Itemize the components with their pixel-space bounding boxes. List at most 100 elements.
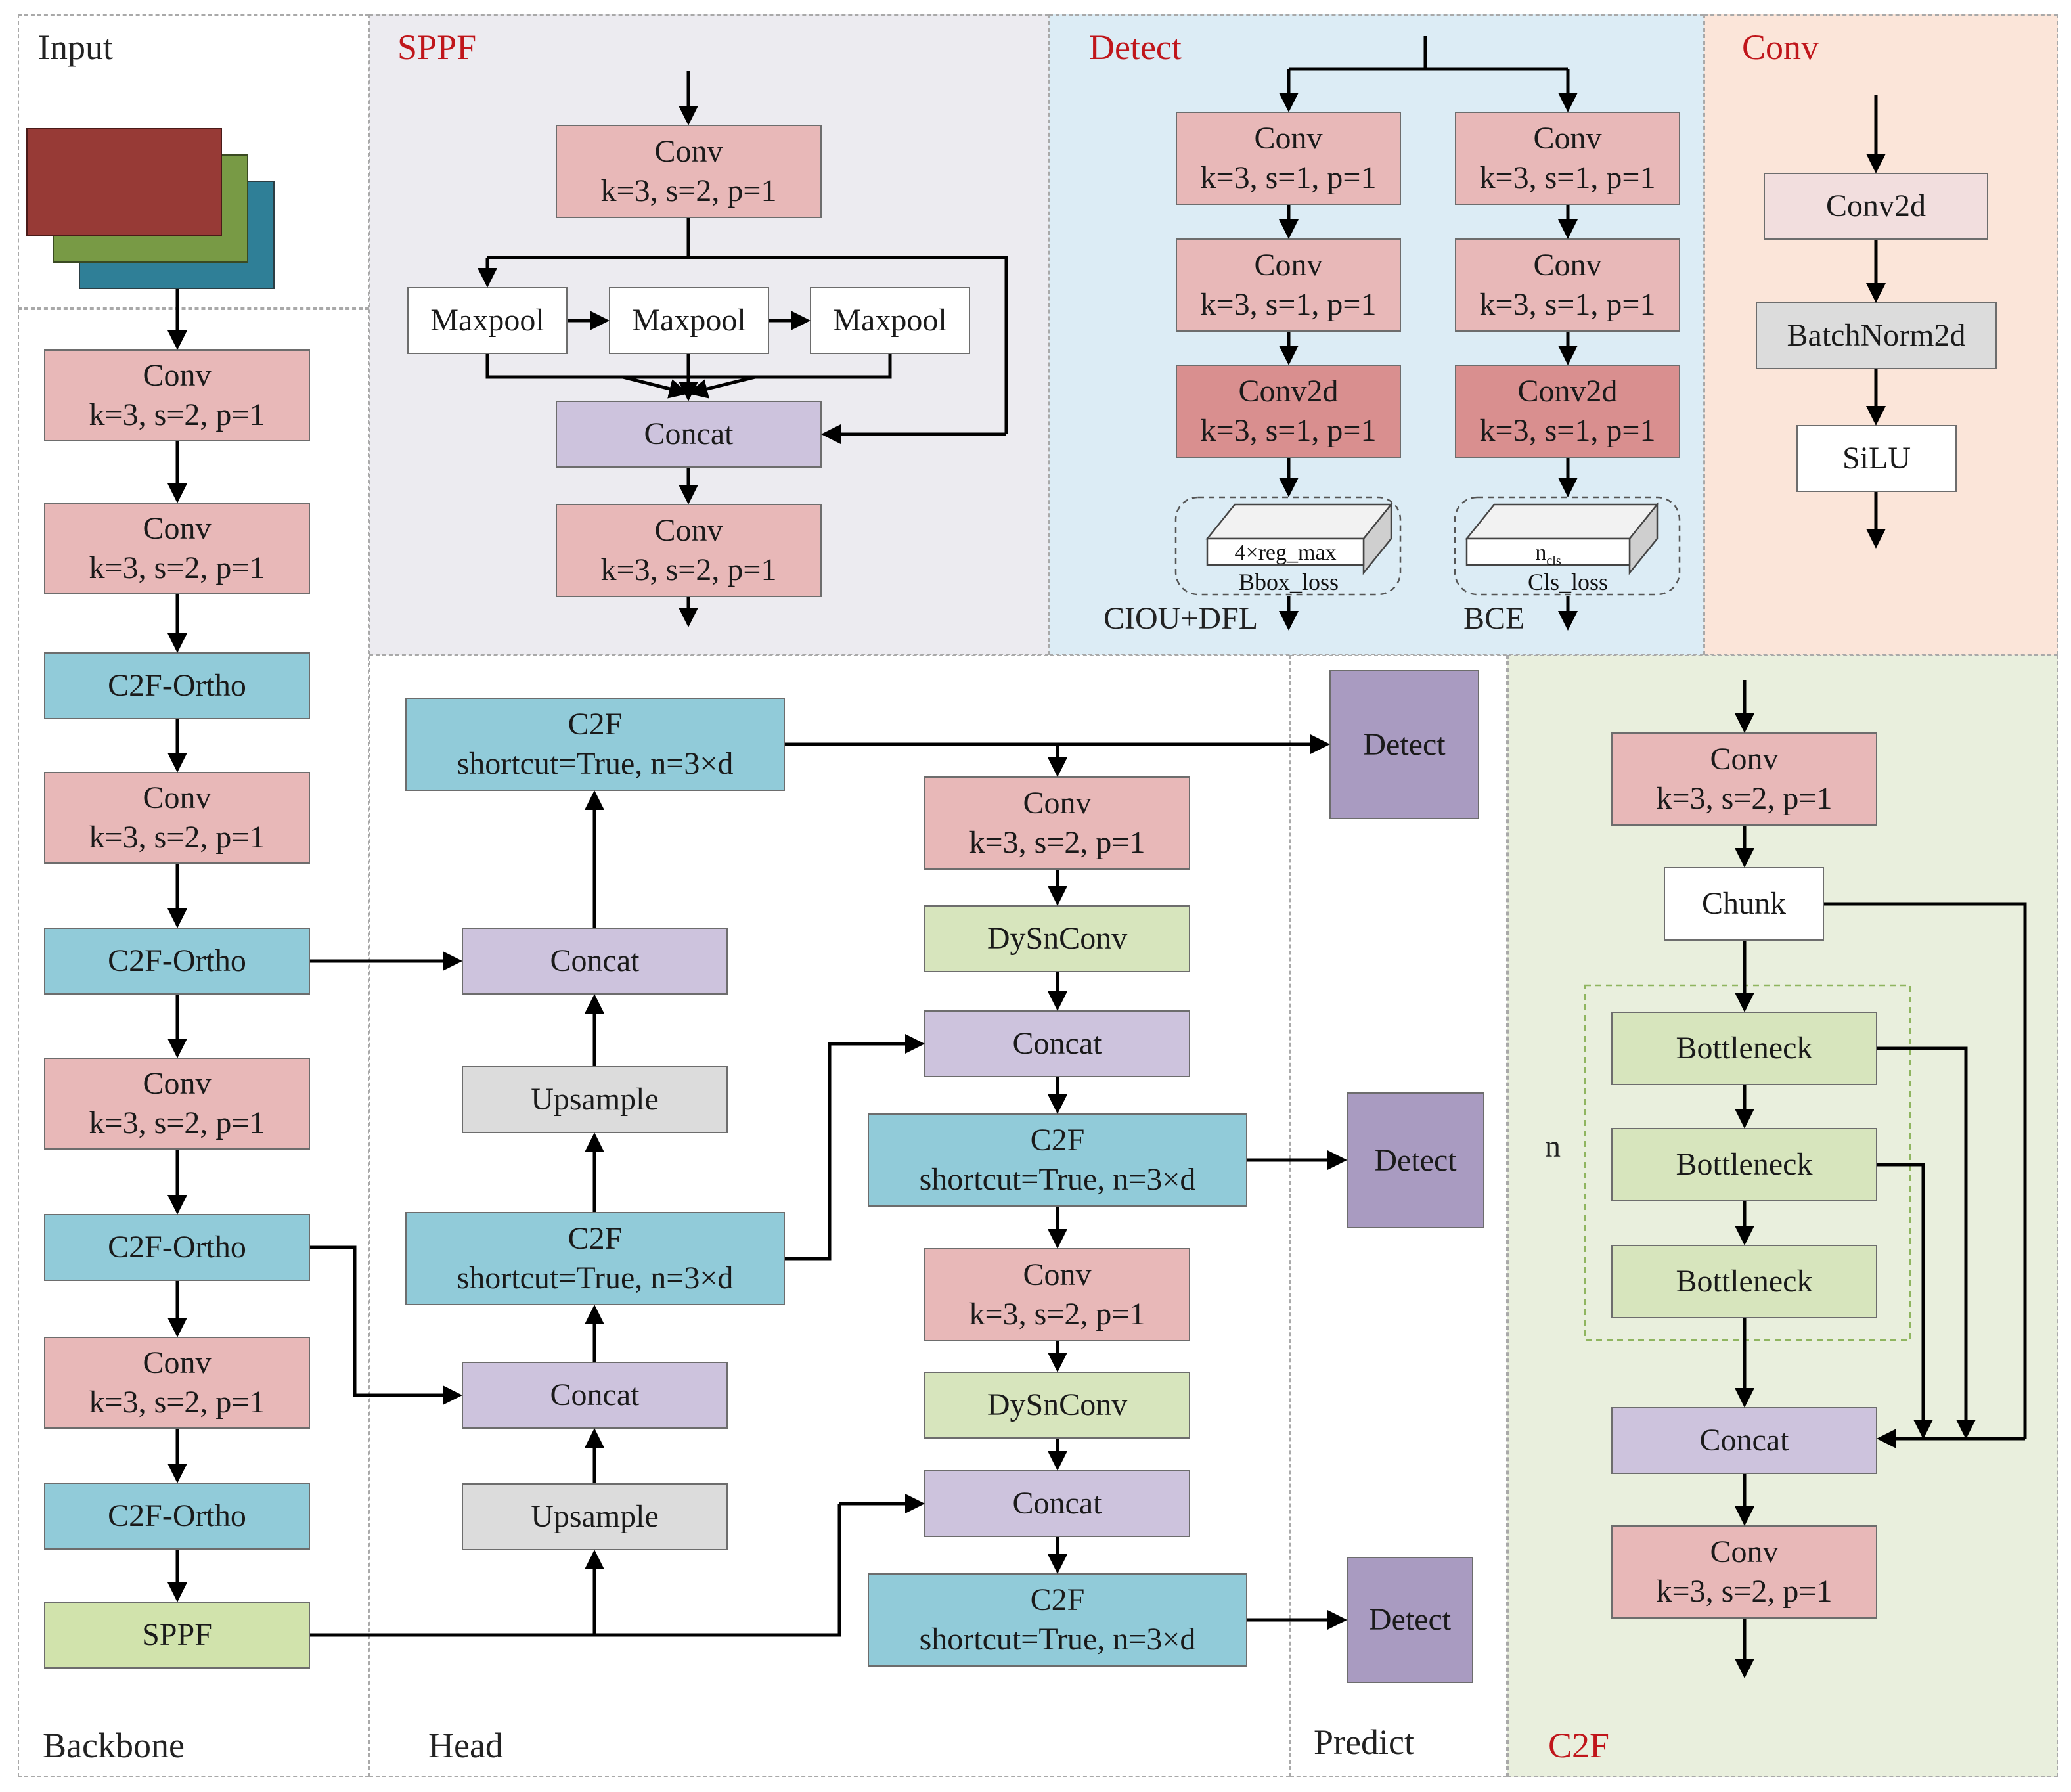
cls-loss-label: Cls_loss (1528, 569, 1608, 595)
box-title: Maxpool (430, 303, 545, 338)
sppf-maxpool-2: Maxpool (609, 287, 769, 354)
box-title: Bottleneck (1676, 1264, 1813, 1299)
box-params: k=3, s=2, p=1 (600, 173, 777, 208)
sppf-title: SPPF (397, 28, 477, 67)
box-params: k=3, s=2, p=1 (89, 820, 265, 855)
head-dysnconv-2: DySnConv (924, 1372, 1190, 1439)
line-chunk-skip (1824, 902, 2027, 1439)
box-params: shortcut=True, n=3×d (457, 746, 734, 781)
box-title: Maxpool (632, 303, 746, 338)
backbone-c2f-ortho-1: C2F-Ortho (44, 652, 310, 719)
box-title: C2F (1030, 1582, 1085, 1618)
cls-dashed-region (1454, 496, 1681, 596)
box-title: Maxpool (833, 303, 947, 338)
line-sppf-out (310, 1504, 841, 1637)
box-title: Conv (654, 134, 723, 169)
box-title: Bottleneck (1676, 1147, 1813, 1182)
c2f-title: C2F (1548, 1726, 1610, 1765)
conv-panel-conv2d: Conv2d (1764, 173, 1988, 240)
loss-bce: BCE (1463, 601, 1525, 636)
box-params: k=3, s=2, p=1 (89, 1385, 265, 1420)
panel-backbone (18, 309, 369, 1777)
box-params: k=3, s=1, p=1 (1479, 413, 1656, 448)
arrow-bottleneck1-to-concat (1877, 1046, 1976, 1439)
conv-panel-silu: SiLU (1796, 425, 1957, 492)
arrow-c2f-mid-to-concat3 (785, 1034, 925, 1261)
conv-title: Conv (1742, 28, 1819, 67)
input-layer-red (26, 128, 222, 236)
loss-ciou-dfl: CIOU+DFL (1103, 601, 1258, 636)
box-params: k=3, s=2, p=1 (1656, 781, 1833, 816)
cls-tensor-sub: cls (1546, 554, 1561, 568)
box-title: Conv (143, 358, 212, 393)
box-params: k=3, s=1, p=1 (1479, 160, 1656, 195)
backbone-c2f-ortho-2: C2F-Ortho (44, 928, 310, 995)
box-title: DySnConv (987, 1387, 1128, 1423)
box-title: Conv (143, 1345, 212, 1381)
box-title: Detect (1374, 1142, 1457, 1178)
panel-input (18, 14, 369, 309)
predict-detect-1: Detect (1329, 670, 1479, 819)
box-title: C2F-Ortho (108, 668, 246, 704)
cls-tensor-cube (1465, 502, 1659, 575)
bbox-loss-label: Bbox_loss (1239, 569, 1339, 595)
head-concat-4: Concat (924, 1470, 1190, 1537)
detect-right-conv2d: Conv2d k=3, s=1, p=1 (1455, 365, 1680, 458)
box-title: SiLU (1842, 441, 1911, 476)
bbox-dashed-region (1174, 496, 1402, 596)
box-title: Conv2d (1825, 189, 1926, 224)
box-title: Concat (550, 1378, 640, 1413)
box-params: k=3, s=2, p=1 (89, 1106, 265, 1140)
c2f-bottleneck-2: Bottleneck (1611, 1128, 1877, 1201)
head-concat-3: Concat (924, 1010, 1190, 1077)
box-title: Concat (1699, 1423, 1789, 1458)
box-title: Bottleneck (1676, 1031, 1813, 1066)
box-title: Conv (1710, 1534, 1779, 1570)
c2f-conv-out: Conv k=3, s=2, p=1 (1611, 1525, 1877, 1619)
input-title: Input (38, 28, 113, 67)
sppf-maxpool-3: Maxpool (810, 287, 970, 354)
box-params: shortcut=True, n=3×d (919, 1622, 1196, 1657)
box-params: shortcut=True, n=3×d (919, 1162, 1196, 1197)
bbox-tensor-cube (1205, 502, 1393, 575)
box-title: Detect (1368, 1602, 1452, 1638)
head-c2f-right-2: C2F shortcut=True, n=3×d (868, 1573, 1247, 1667)
arrow-collect-left-to-concat (622, 375, 689, 399)
backbone-c2f-ortho-3: C2F-Ortho (44, 1214, 310, 1281)
box-title: DySnConv (987, 921, 1128, 956)
box-title: Conv2d (1517, 374, 1618, 409)
head-dysnconv-1: DySnConv (924, 905, 1190, 972)
box-title: Detect (1363, 727, 1446, 762)
c2f-chunk: Chunk (1664, 867, 1824, 941)
line-detect-split (1289, 36, 1568, 71)
bbox-tensor-label: 4×reg_max (1234, 541, 1336, 565)
detect-right-conv-1: Conv k=3, s=1, p=1 (1455, 112, 1680, 205)
head-title: Head (428, 1726, 503, 1765)
head-upsample-2: Upsample (462, 1483, 728, 1550)
box-title: Conv (1023, 1257, 1092, 1293)
predict-title: Predict (1314, 1722, 1414, 1762)
box-title: Upsample (531, 1082, 659, 1117)
predict-detect-3: Detect (1347, 1557, 1473, 1683)
box-title: Conv (1254, 121, 1323, 156)
box-title: Conv (1533, 121, 1602, 156)
panel-predict (1290, 655, 1507, 1777)
box-params: k=3, s=2, p=1 (89, 397, 265, 432)
box-title: Conv (1533, 248, 1602, 283)
box-params: k=3, s=2, p=1 (1656, 1574, 1833, 1609)
c2f-repeat-n: n (1545, 1129, 1561, 1164)
cls-tensor-label: ncls (1535, 541, 1561, 568)
c2f-concat: Concat (1611, 1407, 1877, 1474)
box-title: Concat (1012, 1486, 1102, 1521)
box-title: Concat (1012, 1026, 1102, 1062)
predict-detect-2: Detect (1347, 1092, 1484, 1228)
